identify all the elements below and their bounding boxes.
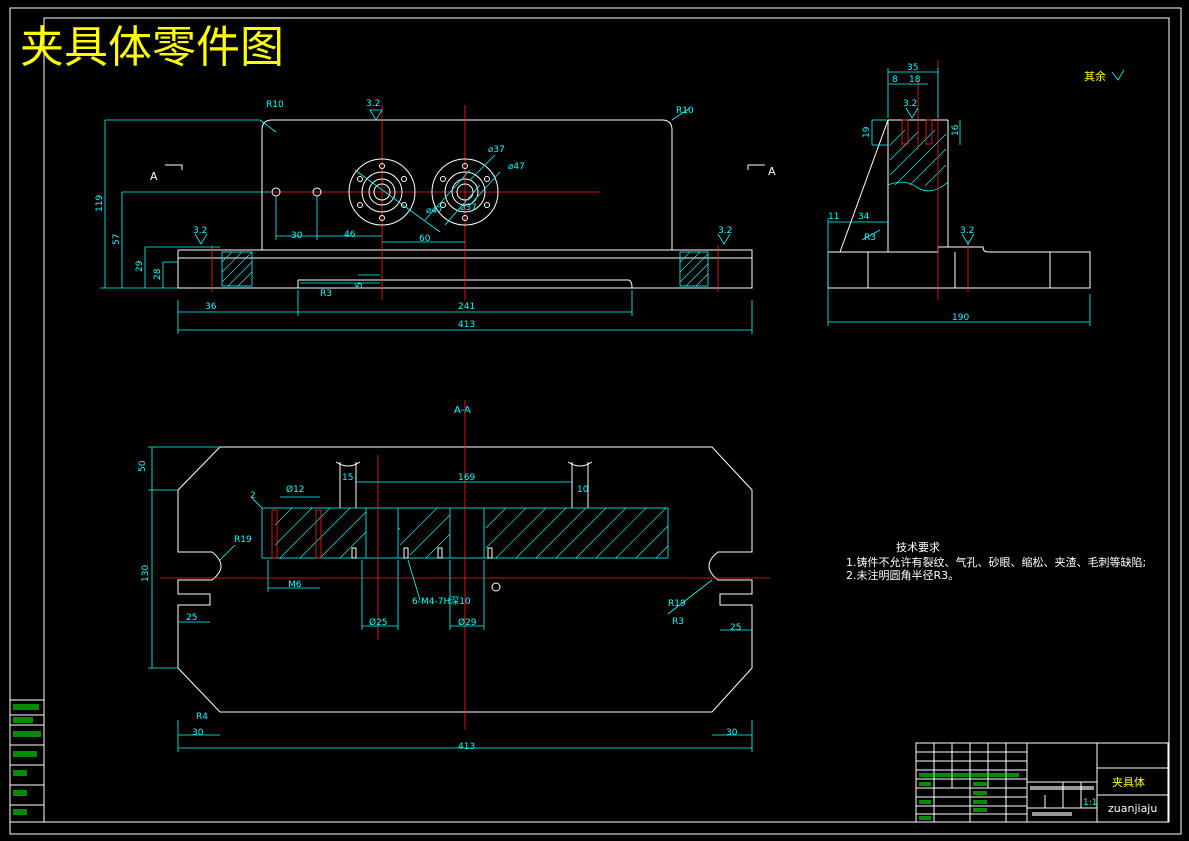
dim-phi37-b: ⌀37 bbox=[460, 203, 477, 213]
sec-dim-30-right: 30 bbox=[726, 728, 738, 738]
sec-dim-10: 10 bbox=[577, 485, 589, 495]
sec-dim-50: 50 bbox=[138, 460, 148, 472]
sec-dim-r4: R4 bbox=[196, 712, 208, 722]
sec-dim-25-left: 25 bbox=[186, 613, 197, 623]
section-view: 50 130 15 169 10 2 Ø12 R19 R19 R3 M6 25 … bbox=[138, 400, 770, 752]
title-block-site-tag: zuanjiaju bbox=[1108, 802, 1157, 815]
front-view: A A bbox=[95, 99, 776, 334]
section-hatch bbox=[274, 507, 669, 559]
dim-phi47-b: ⌀47 bbox=[426, 206, 443, 216]
roughness-left: 3.2 bbox=[193, 226, 207, 236]
hatch-left bbox=[221, 251, 253, 287]
tech-req-title: 技术要求 bbox=[896, 541, 940, 554]
side-dim-16: 16 bbox=[951, 124, 961, 136]
dim-36: 36 bbox=[205, 302, 217, 312]
dim-r3: R3 bbox=[320, 289, 332, 299]
dim-28: 28 bbox=[153, 268, 163, 280]
hatch-right bbox=[679, 251, 709, 287]
sec-dim-169: 169 bbox=[458, 473, 475, 483]
tech-requirements: 技术要求 1.铸件不允许有裂纹、气孔、砂眼、缩松、夹渣、毛刺等缺陷; 2.未注明… bbox=[846, 541, 1146, 582]
section-mark-right: A bbox=[768, 165, 776, 178]
sec-dim-30-left: 30 bbox=[192, 728, 204, 738]
roughness-top: 3.2 bbox=[366, 99, 380, 109]
sec-dim-15: 15 bbox=[342, 473, 353, 483]
tech-req-item-1: 1.铸件不允许有裂纹、气孔、砂眼、缩松、夹渣、毛刺等缺陷; bbox=[846, 555, 1146, 569]
dim-119: 119 bbox=[95, 195, 105, 212]
dim-46: 46 bbox=[344, 230, 356, 240]
dim-r10-right: R10 bbox=[676, 106, 694, 116]
title-block-scale: 1:1 bbox=[1083, 798, 1097, 808]
sec-dim-phi29: Ø29 bbox=[458, 617, 477, 628]
sec-dim-130: 130 bbox=[141, 565, 151, 582]
side-roughness-top: 3.2 bbox=[903, 99, 917, 109]
sec-dim-25-right: 25 bbox=[730, 623, 741, 633]
outer-frame bbox=[9, 7, 1182, 835]
side-dim-190: 190 bbox=[952, 313, 969, 323]
sec-dim-phi25: Ø25 bbox=[369, 617, 388, 628]
dim-phi37: ⌀37 bbox=[488, 145, 505, 155]
sec-dim-r3: R3 bbox=[672, 617, 684, 627]
dim-5: 5 bbox=[355, 282, 365, 288]
title-block: 夹具体 zuanjiaju 1:1 bbox=[915, 742, 1169, 823]
side-dim-11: 11 bbox=[828, 212, 839, 222]
sec-dim-r19-right: R19 bbox=[668, 599, 686, 609]
side-dim-r3: R3 bbox=[864, 233, 876, 243]
tech-req-item-2: 2.未注明圆角半径R3。 bbox=[846, 568, 959, 582]
section-mark-left: A bbox=[150, 170, 158, 183]
side-dim-8: 8 bbox=[892, 75, 898, 85]
side-dim-18: 18 bbox=[909, 75, 921, 85]
dim-60: 60 bbox=[419, 234, 431, 244]
sec-dim-r19-left: R19 bbox=[234, 535, 252, 545]
dim-r10-left: R10 bbox=[266, 100, 284, 110]
side-dim-34: 34 bbox=[858, 212, 870, 222]
side-dim-19: 19 bbox=[862, 126, 872, 138]
drawing-title: 夹具体零件图 bbox=[20, 22, 284, 73]
other-surfaces-note: 其余 bbox=[1084, 69, 1106, 83]
dim-57: 57 bbox=[112, 234, 122, 245]
side-roughness-right: 3.2 bbox=[960, 226, 974, 236]
inner-frame bbox=[43, 17, 1170, 823]
sec-dim-m4: 6-M4-7H深10 bbox=[412, 596, 471, 607]
dim-241: 241 bbox=[458, 302, 475, 312]
left-strip bbox=[9, 699, 45, 823]
dim-29: 29 bbox=[135, 260, 145, 272]
dim-30: 30 bbox=[291, 231, 303, 241]
title-block-part-name: 夹具体 bbox=[1112, 775, 1145, 789]
section-label: A-A bbox=[454, 405, 471, 416]
side-dim-35: 35 bbox=[907, 63, 918, 73]
side-hatch bbox=[889, 129, 947, 187]
dim-phi47: ⌀47 bbox=[508, 162, 525, 172]
sec-dim-413: 413 bbox=[458, 742, 475, 752]
dim-413: 413 bbox=[458, 320, 475, 330]
roughness-right: 3.2 bbox=[718, 226, 732, 236]
sec-dim-phi12: Ø12 bbox=[286, 484, 305, 495]
side-view: 35 8 18 3.2 19 16 11 34 R3 3.2 190 其余 bbox=[827, 60, 1125, 326]
sec-dim-m6: M6 bbox=[288, 580, 302, 590]
sec-dim-2: 2 bbox=[250, 491, 256, 501]
